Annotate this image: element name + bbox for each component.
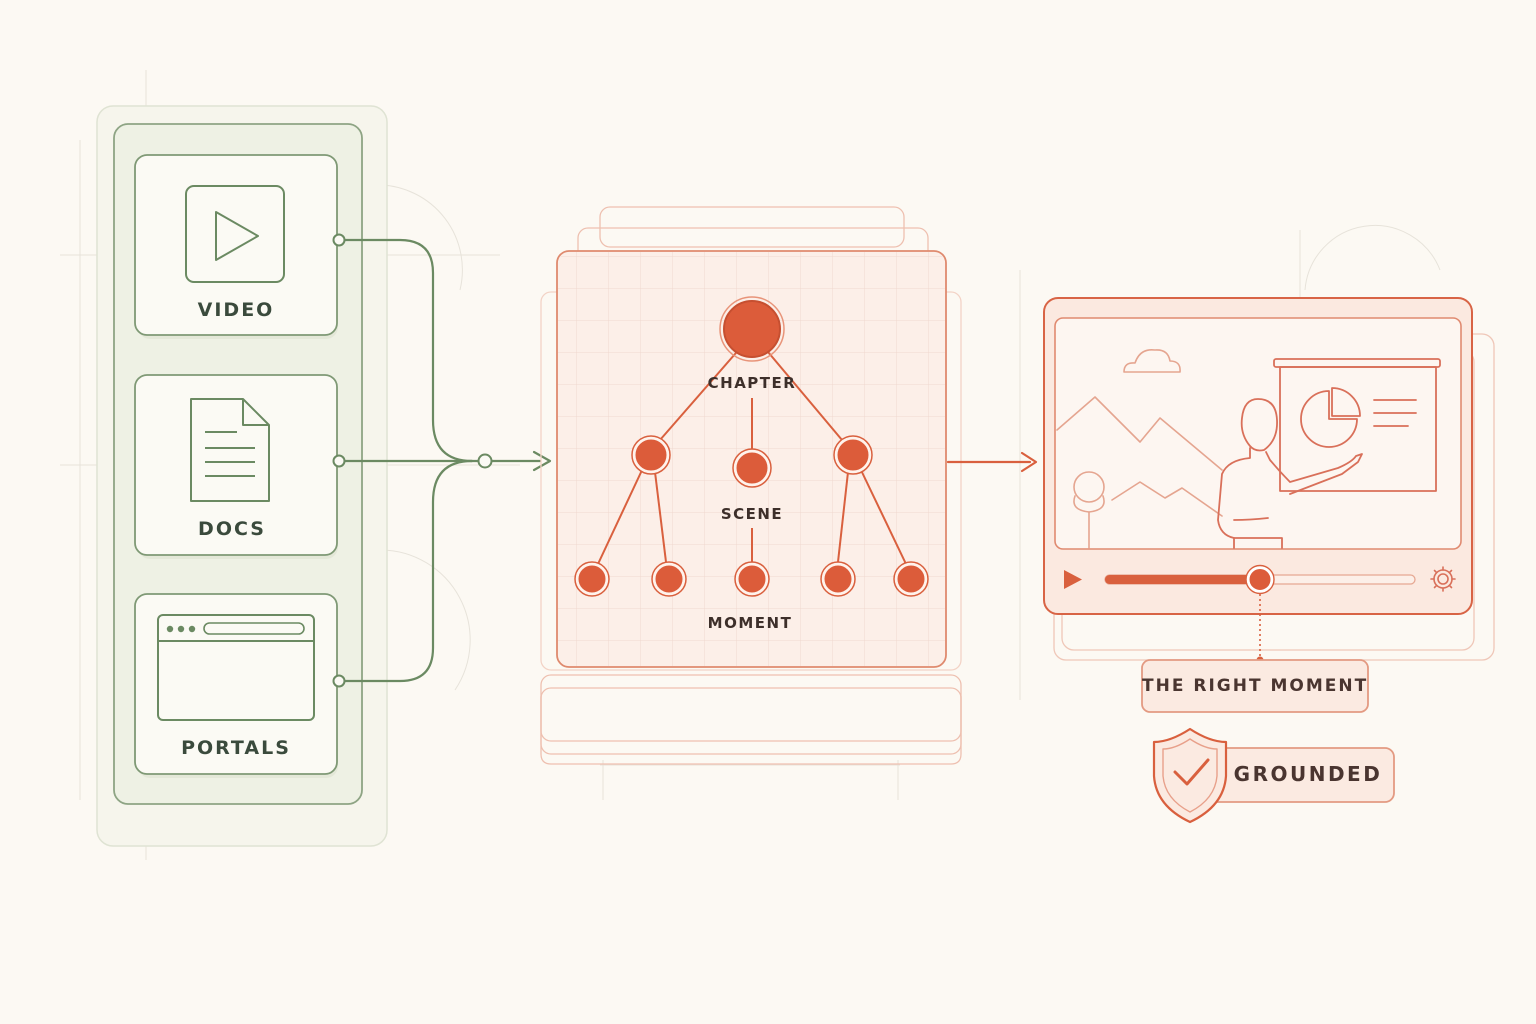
connector-nodes [332,233,493,688]
progress-knob [1246,566,1274,593]
video-play-icon [185,185,285,283]
moment-label: MOMENT [707,614,793,632]
moment-nodes [575,562,928,596]
grounded-label: GROUNDED [1233,762,1383,786]
right-moment-badge [1141,659,1369,713]
document-icon [190,398,270,502]
lecture-scene-illustration [1056,348,1223,549]
presenter-illustration [1217,358,1441,549]
tree-nodes [574,296,929,597]
scene-node-rings [631,435,873,488]
docs-label: DOCS [198,518,266,540]
player-controls [1064,564,1456,595]
portals-label: PORTALS [181,737,291,759]
chapter-node [723,300,781,358]
portals-source-card[interactable] [134,593,338,778]
tree-edges [597,345,907,565]
chapter-label: CHAPTER [707,374,797,392]
right-moment-label: THE RIGHT MOMENT [1142,676,1369,696]
browser-window-icon [157,614,315,721]
progress-fill [1105,575,1260,584]
hierarchy-panel-stack [540,206,962,765]
moment-node-rings [574,561,929,597]
scene-nodes [632,436,872,487]
gear-icon [1430,566,1456,592]
docs-source-card[interactable] [134,374,338,559]
shield-check-icon [1152,727,1228,824]
source-connectors [338,238,552,683]
scene-label: SCENE [720,505,784,523]
play-icon [1064,570,1082,589]
output-arrow [946,451,1038,473]
video-label: VIDEO [197,299,275,321]
